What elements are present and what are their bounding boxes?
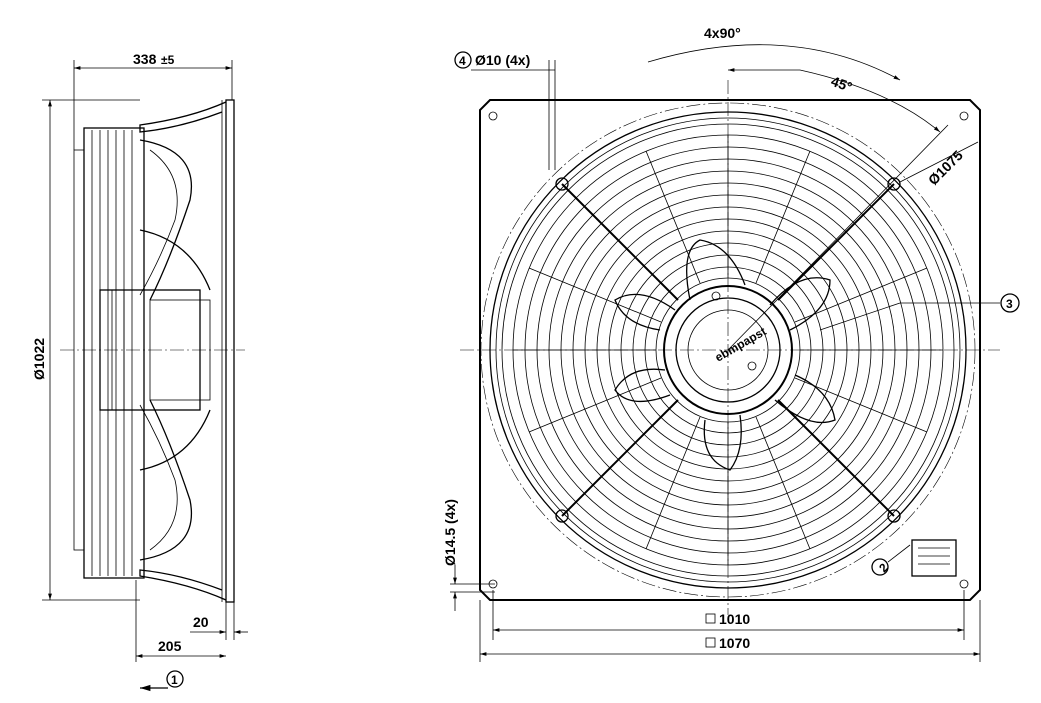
inner-square-dimension: 1010 xyxy=(719,611,750,627)
angle-dimension: 4x90° xyxy=(704,25,741,41)
side-blade-mid-bottom xyxy=(139,409,211,471)
angle-45-label: 45° xyxy=(829,73,854,95)
mount-hole-dimension: Ø14.5 (4x) xyxy=(442,499,458,566)
side-blade-top xyxy=(139,139,192,301)
part-callout-3 xyxy=(1000,293,1020,313)
side-nozzle-top xyxy=(139,101,227,133)
width-tolerance: ±5 xyxy=(161,53,175,67)
flange-dimension: 20 xyxy=(193,614,209,630)
mounting-plate xyxy=(479,99,981,601)
depth-dimension: 205 xyxy=(158,638,182,654)
side-blade-bottom xyxy=(139,399,192,561)
svg-text:1: 1 xyxy=(171,673,178,687)
rating-plate xyxy=(911,539,957,577)
outer-square-dimension: 1070 xyxy=(719,635,750,651)
circle-dimension: Ø1075 xyxy=(925,147,966,188)
part-callout-2 xyxy=(871,558,889,576)
airflow-callout xyxy=(166,670,184,688)
side-view: 338 ±5 Ø1022 20 205 1 xyxy=(31,51,248,692)
side-mounting-plate xyxy=(225,99,235,603)
svg-text:3: 3 xyxy=(1006,297,1013,311)
side-guard-grille xyxy=(73,127,145,579)
svg-text:4: 4 xyxy=(459,54,466,68)
corner-hole-br xyxy=(959,579,969,589)
diameter-dimension: Ø1022 xyxy=(31,338,47,380)
brand-label: ebmpapst xyxy=(713,324,769,364)
angle-arc-90 xyxy=(647,44,901,81)
svg-text:2: 2 xyxy=(876,560,891,575)
front-view: ebmpapst 4 Ø10 (4x) 4x90° 45° Ø1075 3 xyxy=(442,25,1020,662)
corner-hole-tl xyxy=(488,111,498,121)
side-blade-mid-top xyxy=(139,229,211,291)
corner-hole-tr xyxy=(959,111,969,121)
hole-callout xyxy=(454,51,472,69)
hole-dimension: Ø10 (4x) xyxy=(475,52,530,68)
side-nozzle-bottom xyxy=(139,569,227,601)
fan-blades xyxy=(614,239,836,471)
width-dimension: 338 xyxy=(133,51,157,67)
